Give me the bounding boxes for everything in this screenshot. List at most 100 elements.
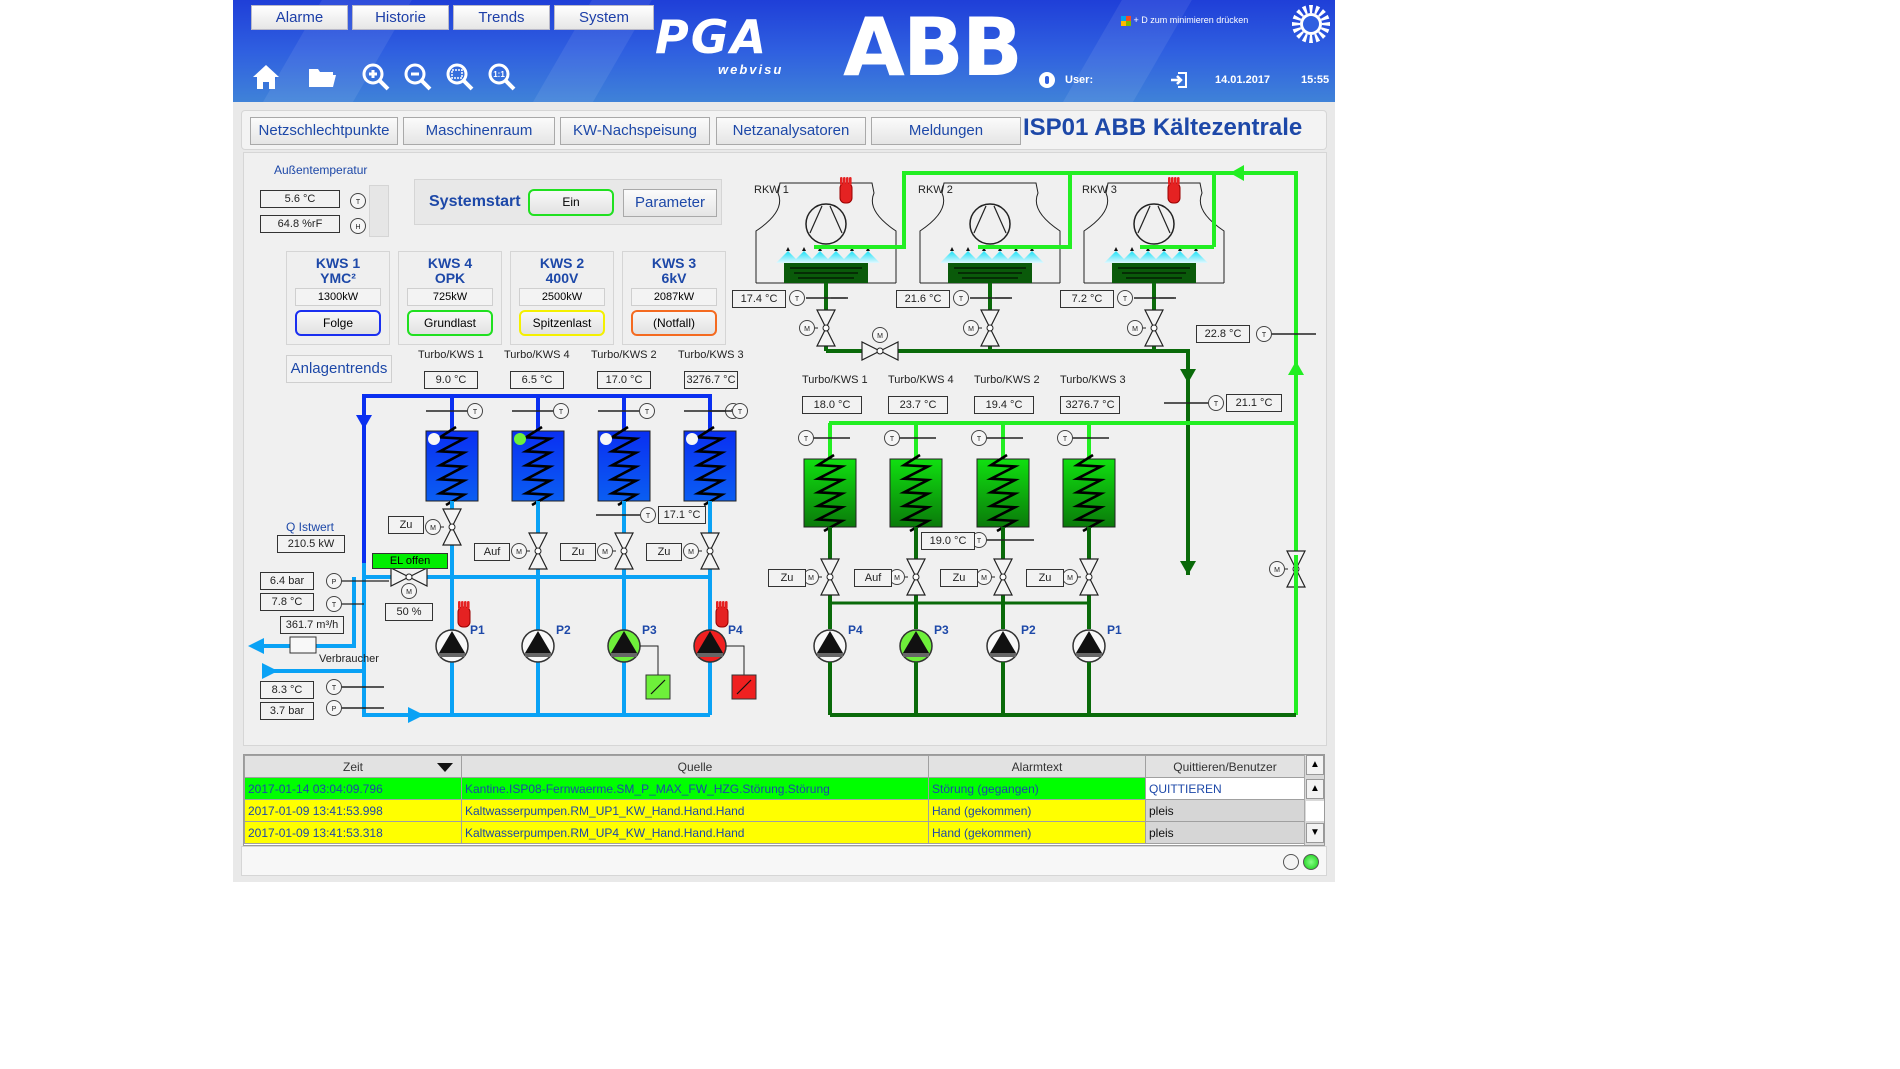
sensor-letter: M <box>804 326 810 333</box>
sensor-t-icon <box>1256 326 1272 342</box>
scroll-up-icon[interactable]: ▲ <box>1306 779 1324 799</box>
condenser-label: Turbo/KWS 2 <box>974 374 1040 386</box>
spray-nozzle-tip <box>966 247 970 251</box>
zoom-1-1-icon[interactable]: 1:1 <box>485 62 519 96</box>
sensor-t-icon <box>1208 395 1224 411</box>
pump-impeller <box>439 631 465 653</box>
sensor-m-icon <box>401 583 417 599</box>
col-alarmtext[interactable]: Alarmtext <box>928 755 1146 778</box>
scroll-top-icon[interactable]: ▲ <box>1306 755 1324 775</box>
valve-state-box: Zu <box>768 569 806 587</box>
tab-netzanalysatoren[interactable]: Netzanalysatoren <box>716 117 866 145</box>
tab-maschinenraum[interactable]: Maschinenraum <box>403 117 555 145</box>
condenser-return-temp: 19.0 °C <box>921 532 975 550</box>
sensor-letter: T <box>559 409 564 416</box>
schematic-diagram: THTMTMTMMTTMTMTMTMTMTTTTTTTMMMMMPTTP <box>248 165 1316 723</box>
supply-pressure-value: 6.4 bar <box>260 572 314 590</box>
alarm-user: pleis <box>1145 821 1305 844</box>
coil-line <box>607 425 641 507</box>
systemstart-ein-button[interactable]: Ein <box>528 189 614 216</box>
parameter-button[interactable]: Parameter <box>623 189 717 217</box>
menu-trends[interactable]: Trends <box>453 5 550 30</box>
col-zeit[interactable]: Zeit <box>244 755 462 778</box>
spray-nozzle-icon <box>1004 251 1028 263</box>
consumer-label: Verbraucher <box>319 653 379 665</box>
anlagentrends-button[interactable]: Anlagentrends <box>286 355 392 383</box>
svg-text:1:1: 1:1 <box>493 70 505 79</box>
chiller-mode-button[interactable]: (Notfall) <box>631 310 717 336</box>
pump-label: P3 <box>642 623 657 637</box>
fu-slash <box>736 679 752 695</box>
sort-desc-icon[interactable] <box>437 763 453 772</box>
hand-override-icon <box>1167 182 1181 204</box>
valve-state-box: Zu <box>940 569 978 587</box>
chiller-mode-button[interactable]: Folge <box>295 310 381 336</box>
logout-icon[interactable] <box>1169 70 1189 93</box>
fu-wire <box>640 645 659 675</box>
spray-nozzle-icon <box>792 251 816 263</box>
chiller-power: 2500kW <box>519 288 605 306</box>
chiller-name: KWS 1 <box>315 255 361 271</box>
col-quelle[interactable]: Quelle <box>461 755 929 778</box>
sensor-letter: T <box>1262 332 1267 339</box>
tab-netzschlechtpunkte[interactable]: Netzschlechtpunkte <box>250 117 398 145</box>
zoom-in-icon[interactable] <box>359 62 393 96</box>
chiller-mode-button[interactable]: Grundlast <box>407 310 493 336</box>
sensor-letter: T <box>977 538 982 545</box>
fan-blade <box>1137 205 1151 234</box>
lock-icon[interactable] <box>1039 72 1055 88</box>
fan-blade <box>993 205 1007 234</box>
tab-kw-nachspeisung[interactable]: KW-Nachspeisung <box>560 117 710 145</box>
menu-historie[interactable]: Historie <box>352 5 449 30</box>
sensor-letter: M <box>688 549 694 556</box>
hand-override-icon <box>457 606 471 628</box>
folder-icon[interactable] <box>305 62 339 96</box>
sensor-t-icon <box>953 290 969 306</box>
sensor-m-icon <box>683 543 699 559</box>
tab-meldungen[interactable]: Meldungen <box>871 117 1021 145</box>
sensor-m-icon <box>597 543 613 559</box>
spray-nozzle-icon <box>1168 251 1192 263</box>
cooling-tower-housing <box>1083 182 1225 283</box>
valve-stem <box>999 573 1007 581</box>
valve-stem <box>822 324 830 332</box>
return-temp-value: 8.3 °C <box>260 681 314 699</box>
spray-nozzle-tip <box>950 247 954 251</box>
tower-mix-temp: 21.1 °C <box>1226 394 1282 412</box>
chiller-name: KWS 4 <box>427 255 473 271</box>
scroll-down-icon[interactable]: ▼ <box>1306 823 1324 843</box>
scroll-thumb[interactable] <box>1306 801 1324 821</box>
q-istwert-value: 210.5 kW <box>277 535 345 553</box>
valve-stem <box>534 547 542 555</box>
pump-impeller <box>697 631 723 653</box>
zoom-out-icon[interactable] <box>401 62 435 96</box>
menu-alarme[interactable]: Alarme <box>251 5 348 30</box>
pump-base <box>1076 653 1102 657</box>
col-quittieren[interactable]: Quittieren/Benutzer <box>1145 755 1305 778</box>
quittieren-button[interactable]: QUITTIEREN <box>1145 777 1305 800</box>
chiller-mode-button[interactable]: Spitzenlast <box>519 310 605 336</box>
menu-system[interactable]: System <box>554 5 654 30</box>
sensor-t-icon <box>350 193 366 209</box>
pga-logo: PGA <box>655 10 769 64</box>
valve-stem <box>448 523 456 531</box>
alarm-text: Hand (gekommen) <box>928 799 1146 822</box>
fan-icon <box>805 203 847 245</box>
sensor-t-icon <box>789 290 805 306</box>
sensor-letter: M <box>877 333 883 340</box>
supply-temp-value: 7.8 °C <box>260 593 314 611</box>
sensor-letter: T <box>646 513 651 520</box>
hand-finger <box>722 601 725 609</box>
alarm-scrollbar[interactable]: ▲ ▲ ▼ <box>1304 755 1324 845</box>
home-icon[interactable] <box>249 62 283 96</box>
zoom-fit-icon[interactable] <box>443 62 477 96</box>
heat-meter-icon <box>289 636 317 654</box>
coil-line <box>813 453 847 533</box>
condenser-temp: 18.0 °C <box>802 396 862 414</box>
cooling-tower-temp: 21.6 °C <box>896 290 950 308</box>
settings-gear-icon[interactable] <box>1290 3 1332 45</box>
